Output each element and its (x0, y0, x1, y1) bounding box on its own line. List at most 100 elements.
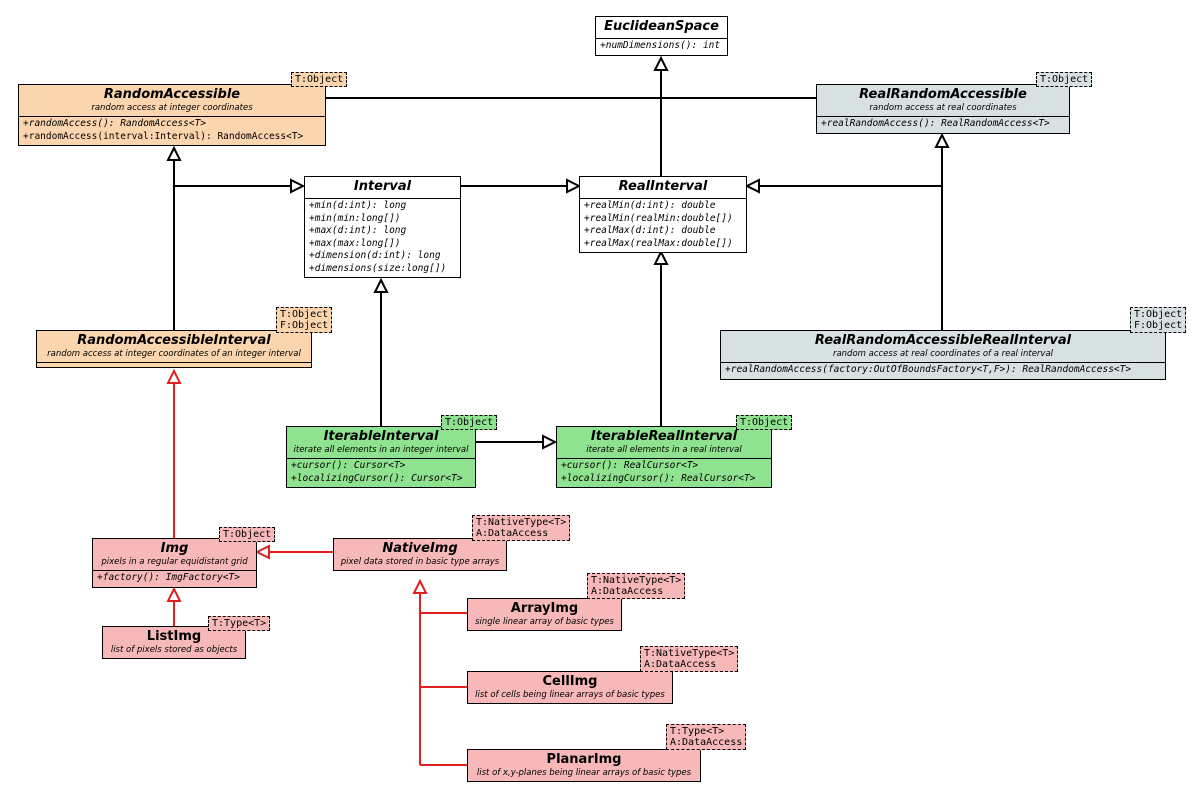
operation: +localizingCursor(): Cursor<T> (291, 472, 463, 484)
class-name: Img (160, 541, 189, 556)
operation: +max(max:long[]) (309, 237, 401, 249)
type-parameter-box: T:Type<T> (208, 616, 271, 631)
class-description: single linear array of basic types (475, 617, 614, 627)
operation: +factory(): ImgFactory<T> (97, 572, 240, 583)
arrowhead-realinterval-right (744, 178, 760, 194)
operation: +max(d:int): long (309, 225, 407, 236)
arrowhead-img-bottom (166, 586, 182, 602)
operation: +localizingCursor(): RealCursor<T> (561, 472, 756, 484)
type-parameter-box: T:Object (441, 415, 498, 430)
class-random-accessible-interval: RandomAccessibleInterval random access a… (36, 330, 312, 368)
operation: +dimension(d:int): long (309, 250, 441, 261)
class-random-accessible: RandomAccessible random access at intege… (18, 84, 326, 146)
class-img: Img pixels in a regular equidistant grid… (92, 538, 257, 588)
class-description: iterate all elements in an integer inter… (293, 445, 469, 455)
arrowhead-iri (542, 434, 558, 450)
class-name: Interval (353, 179, 412, 194)
type-parameter: A:DataAccess (670, 737, 743, 748)
class-description: random access at integer coordinates of … (47, 349, 301, 359)
arrowhead-img-right (254, 544, 270, 560)
type-parameter: F:Object (1134, 320, 1183, 331)
class-iterable-real-interval: IterableRealInterval iterate all element… (556, 426, 772, 488)
arrowhead-realinterval-left (566, 178, 582, 194)
type-parameter-box: T:NativeType<T> A:DataAccess (472, 515, 571, 541)
class-real-interval: RealInterval +realMin(d:int): double +re… (579, 176, 747, 253)
class-description: pixel data stored in basic type arrays (340, 557, 500, 567)
class-description: list of x,y-planes being linear arrays o… (476, 768, 692, 778)
class-native-img: NativeImg pixel data stored in basic typ… (333, 538, 507, 571)
arrowhead-ra (166, 145, 182, 161)
class-name: RandomAccessibleInterval (77, 333, 271, 348)
class-name: ArrayImg (510, 601, 579, 616)
operation: +realMin(realMin:double[]) (584, 212, 733, 224)
type-parameter-box: T:NativeType<T> A:DataAccess (640, 646, 739, 672)
type-parameter: T:Object (280, 309, 329, 320)
type-parameter: T:NativeType<T> (591, 575, 682, 586)
class-name: RandomAccessible (103, 87, 241, 102)
arrowhead-interval-bottom (373, 277, 389, 293)
type-parameter-box: T:Object (291, 72, 348, 87)
class-description: random access at integer coordinates (91, 103, 253, 113)
class-name: RealRandomAccessibleRealInterval (814, 333, 1072, 348)
class-name: NativeImg (382, 541, 458, 556)
type-parameter: T:Object (223, 529, 272, 540)
class-name: RealInterval (618, 179, 708, 194)
class-description: list of pixels stored as objects (110, 645, 238, 655)
type-parameter: A:DataAccess (476, 528, 549, 539)
arrowhead-rai (166, 368, 182, 384)
arrowhead-rra (934, 132, 950, 148)
class-description: random access at real coordinates of a r… (832, 349, 1054, 359)
operation: +min(min:long[]) (309, 212, 401, 224)
class-name: EuclideanSpace (604, 19, 719, 34)
type-parameter-box: T:Type<T> A:DataAccess (666, 724, 747, 750)
operation: +realMax(d:int): double (584, 225, 716, 236)
class-real-random-accessible: RealRandomAccessible random access at re… (816, 84, 1070, 134)
operation: +realRandomAccess(factory:OutOfBoundsFac… (725, 364, 1132, 375)
type-parameter: A:DataAccess (591, 586, 664, 597)
type-parameter: F:Object (280, 320, 329, 331)
class-euclidean-space: EuclideanSpace +numDimensions(): int (595, 16, 728, 56)
type-parameter-box: T:Object F:Object (276, 307, 333, 333)
class-name: IterableInterval (323, 429, 439, 444)
operation: +realMin(d:int): double (584, 200, 716, 211)
operation: +realRandomAccess(): RealRandomAccess<T> (821, 118, 1050, 129)
type-parameter: T:Object (740, 417, 789, 428)
type-parameter: T:Object (295, 74, 344, 85)
type-parameter: T:Type<T> (670, 726, 725, 737)
operation: +randomAccess(): RandomAccess<T> (23, 118, 207, 129)
class-description: pixels in a regular equidistant grid (101, 557, 248, 567)
class-planar-img: PlanarImg list of x,y-planes being linea… (467, 749, 701, 782)
class-name: RealRandomAccessible (859, 87, 1027, 102)
class-name: IterableRealInterval (590, 429, 738, 444)
arrowhead-realinterval-bottom (653, 249, 669, 265)
type-parameter-box: T:Object (736, 415, 793, 430)
class-description: random access at real coordinates (869, 103, 1017, 113)
type-parameter: T:Object (1040, 74, 1089, 85)
arrowhead-euclidean (653, 55, 669, 71)
operation: +cursor(): Cursor<T> (291, 460, 406, 471)
class-name: PlanarImg (546, 752, 622, 767)
type-parameter: T:NativeType<T> (476, 517, 567, 528)
type-parameter: T:NativeType<T> (644, 648, 735, 659)
class-array-img: ArrayImg single linear array of basic ty… (467, 598, 622, 631)
type-parameter-box: T:Object (219, 527, 276, 542)
class-name: CellImg (542, 674, 598, 689)
class-cell-img: CellImg list of cells being linear array… (467, 671, 673, 704)
operation: +numDimensions(): int (600, 40, 721, 51)
operation: +randomAccess(interval:Interval): Random… (23, 130, 304, 142)
class-interval: Interval +min(d:int): long +min(min:long… (304, 176, 461, 278)
class-name: ListImg (146, 629, 202, 644)
class-iterable-interval: IterableInterval iterate all elements in… (286, 426, 476, 488)
class-description: list of cells being linear arrays of bas… (475, 690, 665, 700)
type-parameter-box: T:Object F:Object (1130, 307, 1187, 333)
type-parameter: T:Object (1134, 309, 1183, 320)
type-parameter-box: T:Object (1036, 72, 1093, 87)
arrowhead-nativeimg (412, 578, 428, 594)
operation: +cursor(): RealCursor<T> (561, 460, 699, 471)
operation: +min(d:int): long (309, 200, 407, 211)
arrowhead-interval (290, 178, 306, 194)
class-list-img: ListImg list of pixels stored as objects (102, 626, 246, 659)
class-description: iterate all elements in a real interval (586, 445, 742, 455)
type-parameter-box: T:NativeType<T> A:DataAccess (587, 573, 686, 599)
